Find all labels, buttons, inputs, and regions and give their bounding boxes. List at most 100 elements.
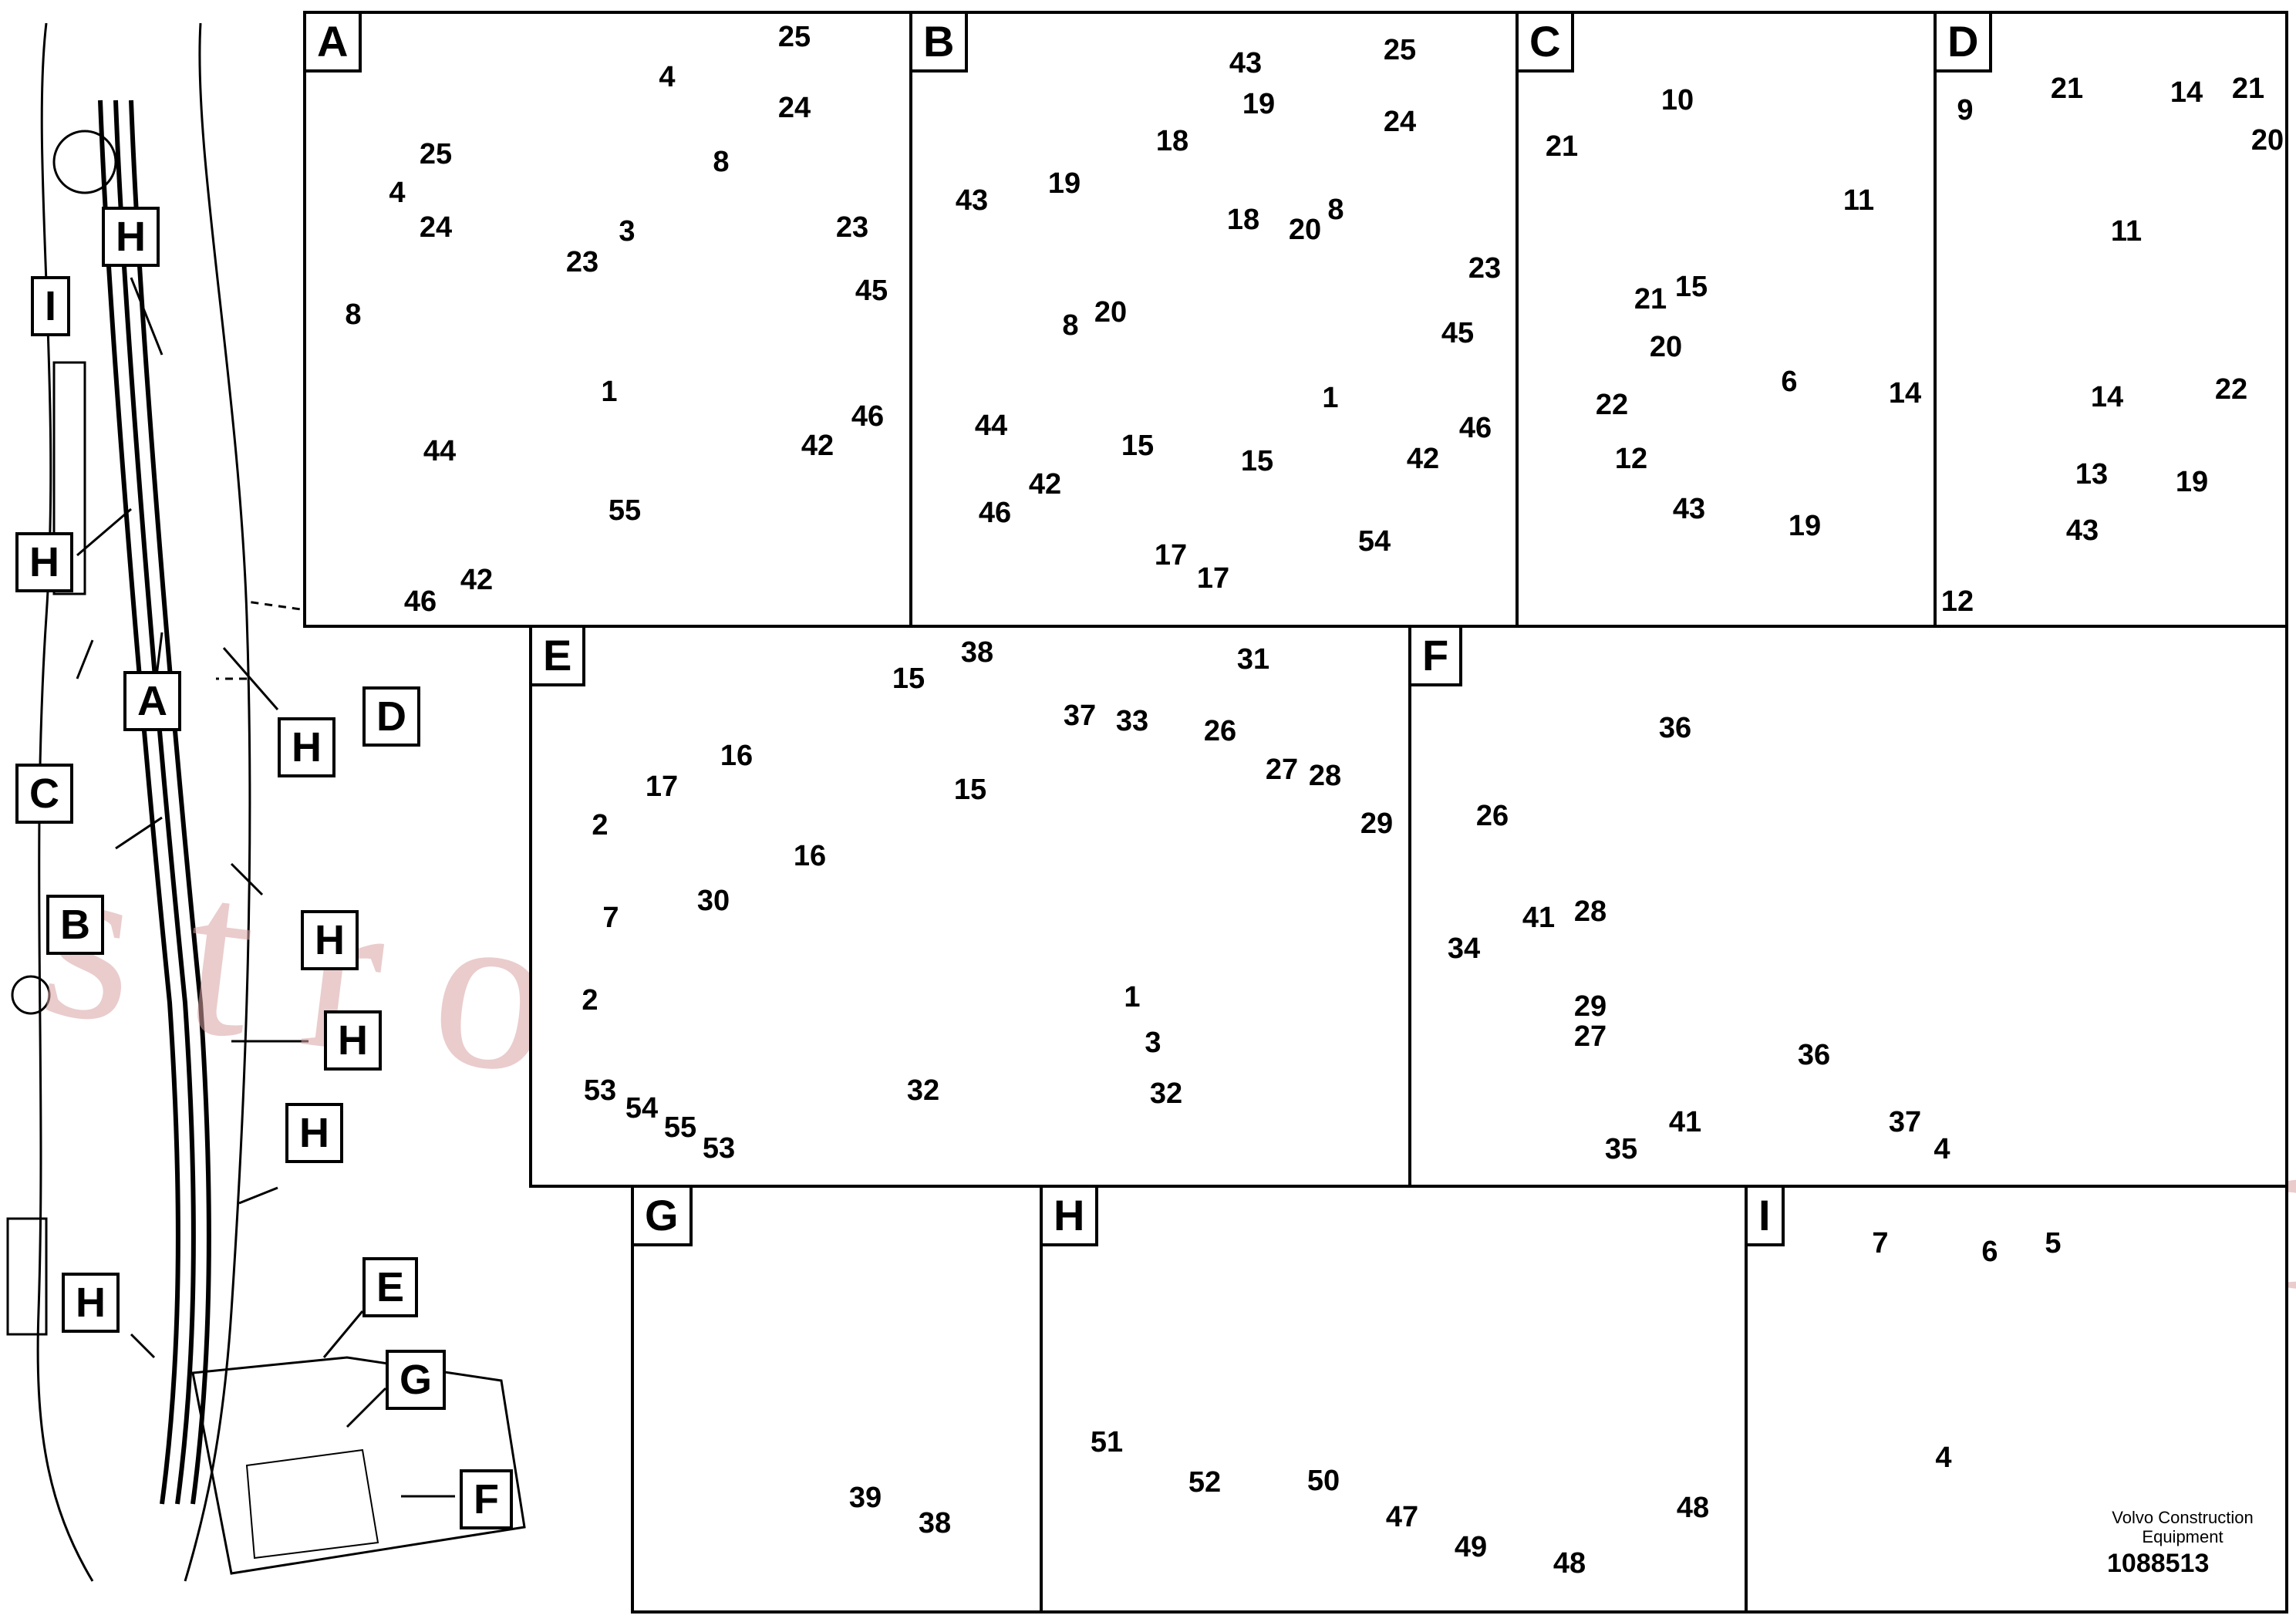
panel-h: H	[1040, 1185, 1748, 1614]
callout-a: 8	[713, 146, 730, 178]
callout-f: 29	[1573, 990, 1607, 1023]
overview-tag-c: C	[15, 764, 73, 824]
panel-h-letter: H	[1043, 1188, 1099, 1246]
document-number: 1088513	[2107, 1549, 2210, 1578]
callout-a: 46	[851, 400, 885, 433]
callout-d: 19	[2175, 466, 2209, 498]
callout-h: 51	[1090, 1426, 1124, 1458]
overview-tag-h: H	[301, 910, 359, 970]
callout-c: 10	[1660, 84, 1694, 116]
callout-a: 1	[601, 376, 618, 408]
callout-b: 23	[1468, 252, 1502, 285]
panel-i-letter: I	[1748, 1188, 1785, 1246]
callout-d: 22	[2214, 373, 2248, 406]
callout-b: 45	[1441, 317, 1475, 349]
panel-f: F	[1408, 625, 2288, 1188]
brand-line-2: Equipment	[2142, 1527, 2224, 1547]
callout-c: 11	[1843, 184, 1875, 217]
callout-b: 17	[1154, 539, 1188, 572]
callout-b: 46	[1458, 412, 1492, 444]
callout-d: 12	[1940, 585, 1974, 618]
callout-b: 8	[1327, 194, 1344, 226]
callout-h: 52	[1188, 1466, 1222, 1499]
overview-tag-d: D	[362, 686, 420, 747]
callout-c: 12	[1614, 443, 1648, 475]
panel-f-letter: F	[1411, 628, 1463, 686]
callout-a: 23	[835, 211, 869, 244]
callout-d: 9	[1957, 94, 1974, 126]
callout-e: 17	[645, 771, 679, 803]
callout-e: 55	[663, 1111, 697, 1144]
callout-a: 44	[423, 435, 457, 467]
callout-b: 46	[978, 497, 1012, 529]
callout-e: 15	[953, 774, 987, 806]
callout-e: 7	[602, 902, 619, 934]
callout-e: 32	[906, 1074, 940, 1107]
callout-a: 4	[659, 61, 676, 93]
callout-b: 19	[1047, 167, 1081, 200]
callout-f: 41	[1522, 902, 1556, 934]
callout-f: 37	[1888, 1106, 1922, 1138]
callout-c: 20	[1649, 331, 1683, 363]
callout-b: 43	[955, 184, 989, 217]
callout-d: 20	[2250, 124, 2284, 157]
callout-c: 6	[1781, 366, 1798, 398]
callout-f: 41	[1668, 1106, 1702, 1138]
panel-b: B	[909, 11, 1519, 628]
brand-label: Volvo Construction Equipment	[2082, 1508, 2283, 1547]
callout-f: 28	[1573, 895, 1607, 928]
callout-e: 1	[1124, 981, 1141, 1013]
callout-h: 50	[1306, 1465, 1340, 1497]
callout-a: 25	[419, 138, 453, 170]
panel-e-letter: E	[532, 628, 586, 686]
callout-e: 29	[1360, 808, 1394, 840]
callout-e: 16	[793, 840, 827, 872]
callout-i: 4	[1935, 1442, 1952, 1474]
callout-b: 25	[1383, 34, 1417, 66]
panel-e: E	[529, 625, 1411, 1188]
callout-f: 26	[1475, 800, 1509, 832]
callout-i: 5	[2045, 1227, 2062, 1259]
callout-a: 42	[460, 564, 494, 596]
callout-e: 53	[583, 1074, 617, 1107]
panel-c: C	[1515, 11, 1937, 628]
callout-b: 15	[1240, 445, 1274, 477]
callout-d: 14	[2090, 381, 2124, 413]
panel-i: I	[1745, 1185, 2288, 1614]
overview-tag-h: H	[324, 1010, 382, 1071]
overview-tag-a: A	[123, 671, 181, 731]
callout-a: 46	[403, 585, 437, 618]
callout-a: 23	[565, 246, 599, 278]
callout-c: 19	[1788, 510, 1822, 542]
callout-e: 54	[625, 1092, 659, 1125]
overview-tag-f: F	[460, 1469, 513, 1529]
callout-e: 27	[1265, 754, 1299, 786]
overview-tag-b: B	[46, 895, 104, 955]
callout-f: 36	[1658, 712, 1692, 744]
overview-tag-h: H	[285, 1103, 343, 1163]
callout-f: 27	[1573, 1020, 1607, 1053]
callout-b: 15	[1121, 430, 1155, 462]
callout-e: 2	[592, 809, 609, 841]
callout-c: 22	[1595, 389, 1629, 421]
callout-e: 38	[960, 636, 994, 669]
callout-f: 34	[1447, 932, 1481, 965]
callout-b: 8	[1062, 309, 1079, 342]
panel-d: D	[1934, 11, 2288, 628]
callout-a: 42	[801, 430, 834, 462]
callout-e: 3	[1145, 1027, 1161, 1059]
callout-b: 20	[1094, 296, 1128, 329]
callout-h: 47	[1385, 1501, 1419, 1533]
callout-e: 2	[582, 984, 598, 1017]
panel-b-letter: B	[912, 14, 969, 73]
overview-tag-h: H	[278, 717, 335, 777]
callout-d: 43	[2065, 514, 2099, 547]
callout-e: 15	[892, 663, 925, 695]
callout-f: 35	[1604, 1133, 1638, 1165]
overview-tag-i: I	[31, 276, 71, 336]
callout-d: 13	[2075, 458, 2109, 491]
callout-e: 37	[1063, 700, 1097, 732]
callout-g: 38	[918, 1507, 952, 1539]
callout-d: 11	[2110, 215, 2143, 248]
callout-c: 21	[1633, 283, 1667, 315]
